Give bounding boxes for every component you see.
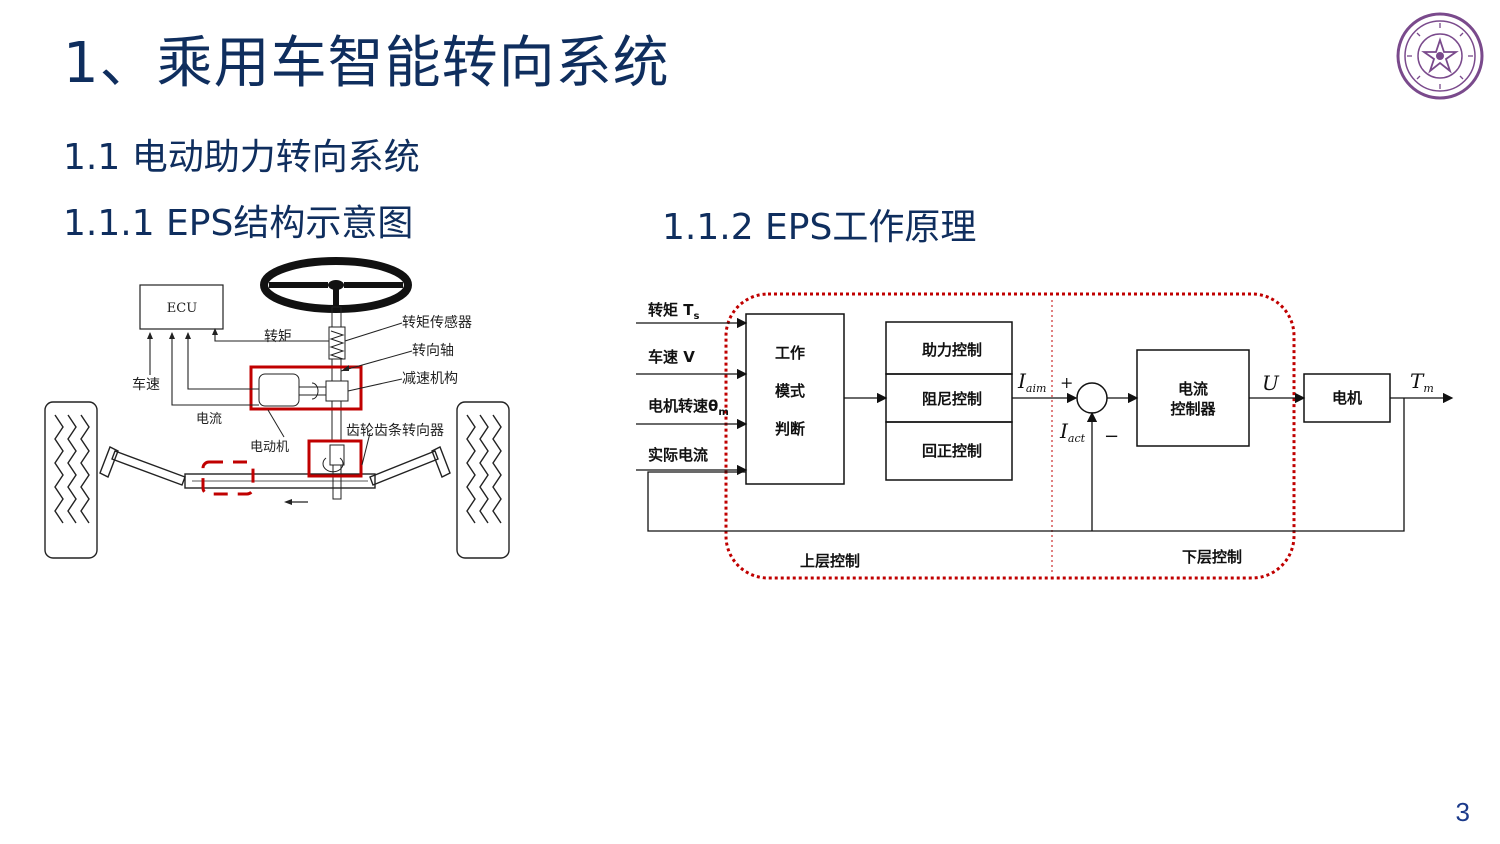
return-control-label: 回正控制 [922,442,982,460]
reduction-gear-label: 减速机构 [402,371,458,387]
input-actual-current-label: 实际电流 [648,446,708,464]
current-label: 电流 [196,412,222,427]
u-label: U [1262,371,1280,395]
input-speed-label: 车速 V [648,348,695,366]
mode-judge-line2: 模式 [775,382,805,400]
vehicle-speed-label: 车速 [132,376,160,393]
page-title: 1、乘用车智能转向系统 [63,31,670,96]
ecu-label: ECU [167,301,197,316]
torque-sensor-label: 转矩传感器 [402,314,472,331]
upper-control-label: 上层控制 [800,552,860,570]
right-wheel [456,401,510,559]
current-controller-line1: 电流 [1178,380,1208,398]
torque-label: 转矩 [264,329,292,345]
eps-structure-heading: 1.1.1 EPS结构示意图 [63,203,414,244]
minus-sign: − [1104,426,1119,447]
input-torque-label: 转矩 Ts [648,301,699,322]
assist-control-label: 助力控制 [922,341,982,359]
i-aim-label: Iaim [1017,369,1046,395]
left-wheel [44,401,98,559]
page-number: 3 [1455,797,1470,827]
i-act-label: Iact [1059,419,1086,445]
eps-principle-heading: 1.1.2 EPS工作原理 [662,207,977,248]
rack-pinion-label: 齿轮齿条转向器 [346,422,444,439]
section-heading: 1.1 电动助力转向系统 [63,137,420,178]
motor-label: 电动机 [250,440,289,455]
plus-sign: + [1060,373,1073,392]
damping-control-label: 阻尼控制 [922,390,982,408]
lower-control-label: 下层控制 [1182,548,1242,566]
eps-control-block-diagram: 转矩 Ts 车速 V 电机转速θm 实际电流 工作 模式 判断 助力控制 阻尼控… [636,292,1454,580]
steering-shaft-label: 转向轴 [412,343,454,359]
mode-judge-line3: 判断 [775,420,805,438]
university-seal-logo [1396,12,1484,100]
eps-structure-diagram: ECU 转矩 转矩传感器 转向轴 减速机构 车速 电流 电动机 齿轮齿条转向器 [44,257,510,559]
current-controller-line2: 控制器 [1170,400,1216,418]
input-motor-speed-label: 电机转速θm [648,397,729,418]
mode-judge-line1: 工作 [775,344,805,362]
tm-label: Tm [1410,369,1434,395]
motor-block-label: 电机 [1332,389,1362,407]
